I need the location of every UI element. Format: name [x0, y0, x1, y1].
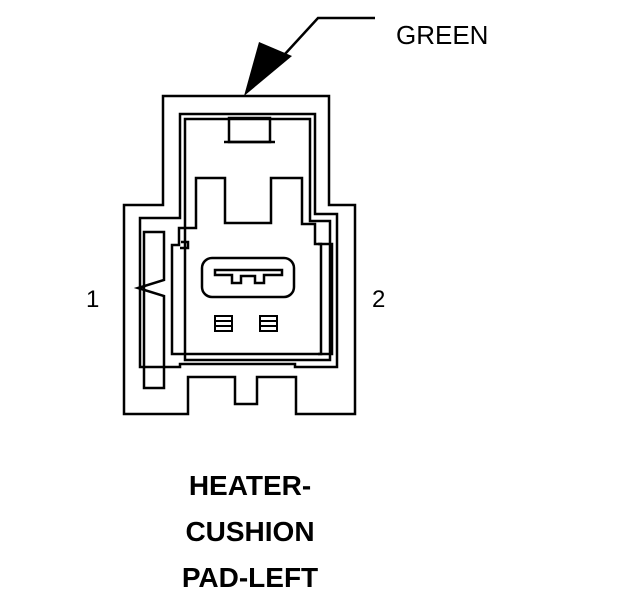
wire-color-leader	[244, 16, 375, 96]
connector-body	[122, 94, 357, 416]
top-latch	[224, 116, 275, 144]
pin-2-slot	[318, 242, 334, 356]
caption-line-2: CUSHION	[185, 516, 315, 547]
pin-1-label: 1	[86, 286, 100, 313]
caption-line-1: HEATER-	[188, 470, 312, 501]
pin-1-notch	[133, 230, 166, 390]
pin-2-label: 2	[372, 286, 386, 313]
cavity-housing	[170, 176, 323, 356]
terminal-housing	[200, 256, 296, 299]
terminal-square-2	[259, 315, 278, 332]
wire-color-label: GREEN	[396, 20, 489, 50]
terminal-square-1	[214, 315, 233, 332]
caption-line-3: PAD-LEFT	[181, 562, 319, 593]
